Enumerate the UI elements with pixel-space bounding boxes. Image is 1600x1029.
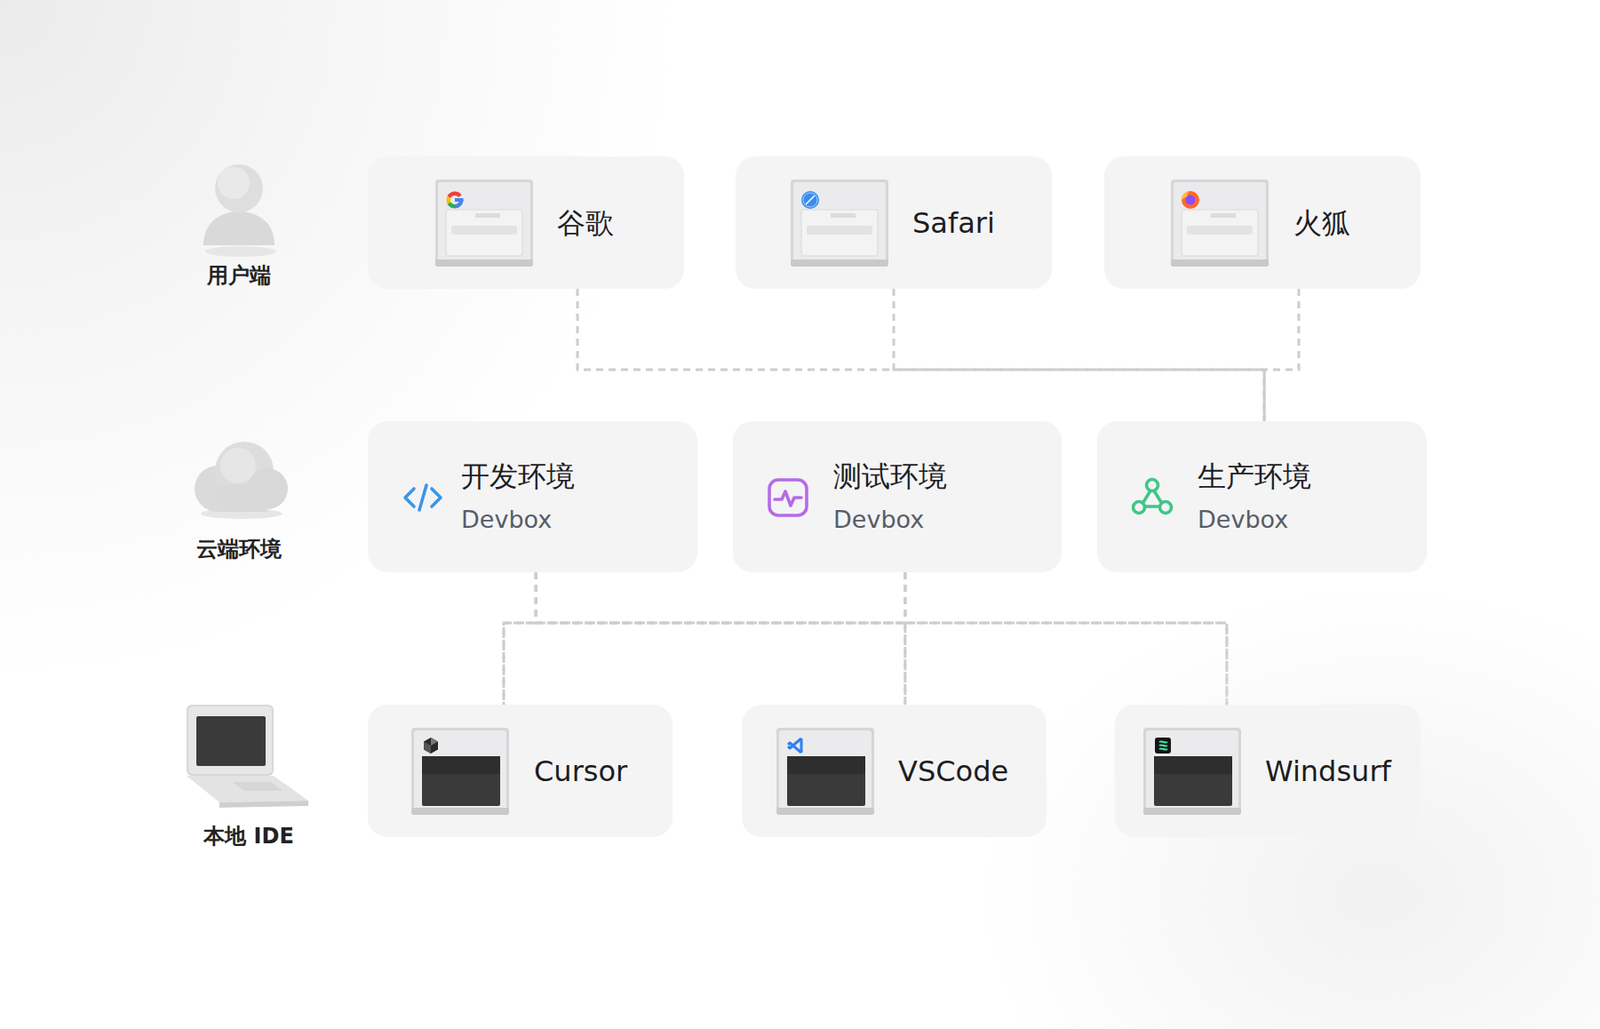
node-title: 谷歌 bbox=[557, 205, 614, 239]
text-group: 开发环境 Devbox bbox=[461, 459, 575, 535]
dashed-connector bbox=[503, 572, 906, 705]
browser-window-icon bbox=[790, 179, 889, 267]
text-group: 谷歌 bbox=[557, 205, 614, 239]
node-title: Cursor bbox=[533, 753, 628, 788]
row-label: 本地 IDE bbox=[203, 823, 295, 850]
dashed-connector bbox=[503, 572, 536, 705]
ide-window-icon bbox=[776, 727, 875, 815]
dashed-connector bbox=[577, 288, 1265, 422]
laptop-icon bbox=[186, 704, 309, 808]
ide-box: Cursor bbox=[367, 704, 673, 837]
text-group: 火狐 bbox=[1293, 205, 1351, 239]
node-title: 生产环境 bbox=[1197, 459, 1312, 494]
dashed-connector bbox=[535, 572, 1227, 705]
ide-window-icon bbox=[411, 727, 510, 815]
row-label: 云端环境 bbox=[196, 536, 282, 563]
node-subtitle: Devbox bbox=[461, 505, 575, 534]
node-title: Windsurf bbox=[1265, 753, 1392, 788]
text-group: Cursor bbox=[533, 753, 628, 788]
ide-window-icon bbox=[1143, 727, 1242, 815]
user-icon bbox=[203, 164, 277, 257]
environment-box: 生产环境 Devbox bbox=[1097, 421, 1427, 573]
text-group: Windsurf bbox=[1265, 753, 1392, 788]
prod-environment-icon bbox=[1130, 476, 1174, 519]
ide-box: VSCode bbox=[741, 704, 1047, 837]
node-title: Safari bbox=[912, 205, 996, 239]
node-title: 火狐 bbox=[1293, 205, 1351, 239]
dashed-connector bbox=[535, 572, 906, 705]
ide-box: Windsurf bbox=[1114, 704, 1421, 837]
browser-window-icon bbox=[1170, 179, 1269, 267]
dev-environment-icon bbox=[401, 476, 445, 519]
dashed-connector bbox=[903, 572, 907, 705]
node-subtitle: Devbox bbox=[1197, 505, 1312, 534]
cloud-icon bbox=[194, 441, 288, 519]
node-subtitle: Devbox bbox=[833, 505, 948, 534]
environment-box: 开发环境 Devbox bbox=[367, 421, 698, 573]
row-label: 用户端 bbox=[206, 262, 271, 289]
node-title: VSCode bbox=[898, 753, 1009, 788]
dashed-connector bbox=[1264, 288, 1299, 422]
node-title: 开发环境 bbox=[461, 459, 575, 494]
browser-box: Safari bbox=[735, 156, 1052, 289]
node-title: 测试环境 bbox=[833, 459, 948, 494]
environment-box: 测试环境 Devbox bbox=[732, 421, 1062, 573]
text-group: Safari bbox=[912, 205, 996, 239]
text-group: 测试环境 Devbox bbox=[833, 459, 948, 535]
test-environment-icon bbox=[766, 476, 810, 519]
browser-box: 火狐 bbox=[1104, 156, 1421, 289]
text-group: VSCode bbox=[898, 753, 1009, 788]
dashed-connector bbox=[905, 572, 1227, 705]
text-group: 生产环境 Devbox bbox=[1197, 459, 1312, 535]
dashed-connector bbox=[893, 288, 1265, 422]
browser-box: 谷歌 bbox=[367, 156, 685, 289]
browser-window-icon bbox=[435, 179, 534, 267]
